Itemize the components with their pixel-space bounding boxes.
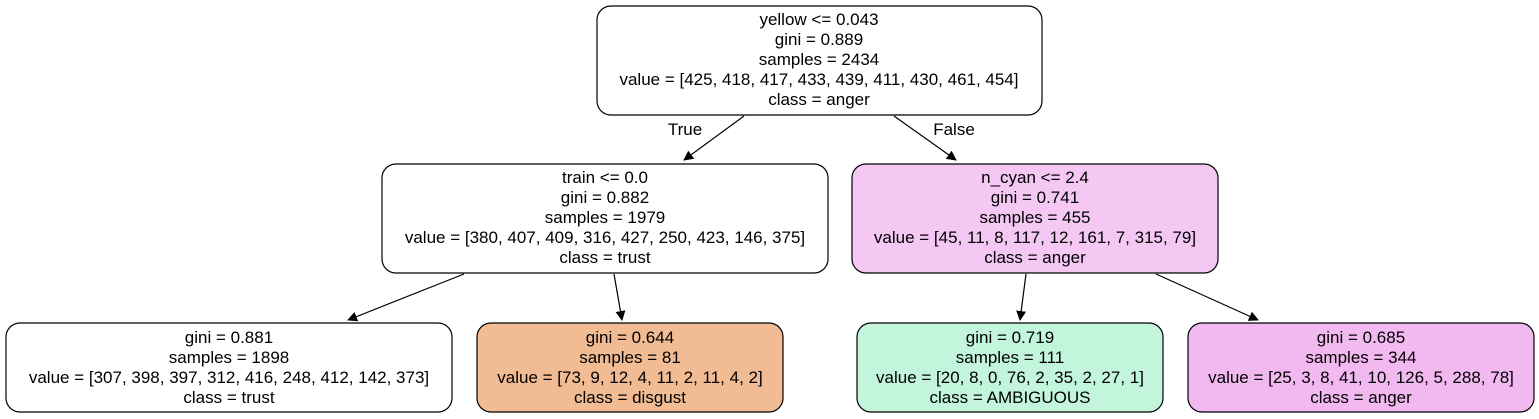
edge-right-rightright	[1155, 273, 1259, 321]
node-line-samples: samples = 344	[1305, 348, 1416, 367]
node-line-gini: gini = 0.889	[775, 30, 863, 49]
node-box	[381, 163, 829, 274]
node-line-split: n_cyan <= 2.4	[981, 168, 1089, 187]
tree-node-right-left: gini = 0.719 samples = 111 value = [20, …	[856, 322, 1164, 413]
tree-node-right-right: gini = 0.685 samples = 344 value = [25, …	[1187, 322, 1535, 413]
edge-root-right	[893, 115, 957, 161]
node-line-gini: gini = 0.719	[966, 328, 1054, 347]
node-line-value: value = [25, 3, 8, 41, 10, 126, 5, 288, …	[1208, 368, 1514, 387]
node-line-gini: gini = 0.881	[185, 328, 273, 347]
node-box	[851, 163, 1219, 274]
edge-left-leftleft	[347, 273, 465, 322]
node-line-class: class = trust	[183, 388, 274, 407]
edge-right-rightleft	[1016, 273, 1027, 321]
node-line-class: class = trust	[559, 248, 650, 267]
tree-node-left-left: gini = 0.881 samples = 1898 value = [307…	[5, 322, 453, 413]
node-line-samples: samples = 1979	[545, 208, 666, 227]
node-line-samples: samples = 81	[579, 348, 681, 367]
node-line-samples: samples = 1898	[169, 348, 290, 367]
node-line-value: value = [73, 9, 12, 4, 11, 2, 11, 4, 2]	[497, 368, 762, 387]
node-line-samples: samples = 111	[956, 348, 1065, 367]
edge-root-left	[683, 115, 745, 161]
node-line-value: value = [20, 8, 0, 76, 2, 35, 2, 27, 1]	[876, 368, 1144, 387]
node-line-gini: gini = 0.882	[561, 188, 649, 207]
edge-label-true: True	[668, 120, 702, 139]
node-line-class: class = AMBIGUOUS	[929, 388, 1090, 407]
node-line-gini: gini = 0.644	[586, 328, 674, 347]
node-line-value: value = [307, 398, 397, 312, 416, 248, 4…	[29, 368, 429, 387]
tree-node-left: train <= 0.0 gini = 0.882 samples = 1979…	[381, 163, 829, 274]
tree-node-left-right: gini = 0.644 samples = 81 value = [73, 9…	[476, 322, 784, 413]
node-line-value: value = [425, 418, 417, 433, 439, 411, 4…	[619, 70, 1018, 89]
node-box	[596, 5, 1043, 116]
node-box	[856, 322, 1164, 413]
node-line-value: value = [380, 407, 409, 316, 427, 250, 4…	[405, 228, 805, 247]
node-line-class: class = anger	[768, 90, 870, 109]
edge-label-false: False	[933, 120, 975, 139]
edges	[347, 115, 1259, 322]
edge-left-leftright	[613, 273, 626, 321]
node-box	[1187, 322, 1535, 413]
node-line-class: class = anger	[984, 248, 1086, 267]
node-line-split: yellow <= 0.043	[759, 10, 878, 29]
node-box	[476, 322, 784, 413]
node-line-samples: samples = 455	[979, 208, 1090, 227]
node-line-split: train <= 0.0	[562, 168, 648, 187]
node-line-class: class = anger	[1310, 388, 1412, 407]
node-line-gini: gini = 0.685	[1317, 328, 1405, 347]
tree-node-root: yellow <= 0.043 gini = 0.889 samples = 2…	[596, 5, 1043, 116]
node-line-value: value = [45, 11, 8, 117, 12, 161, 7, 315…	[874, 228, 1196, 247]
node-line-class: class = disgust	[574, 388, 686, 407]
node-line-samples: samples = 2434	[759, 50, 880, 69]
node-box	[5, 322, 453, 413]
node-line-gini: gini = 0.741	[991, 188, 1079, 207]
tree-node-right: n_cyan <= 2.4 gini = 0.741 samples = 455…	[851, 163, 1219, 274]
